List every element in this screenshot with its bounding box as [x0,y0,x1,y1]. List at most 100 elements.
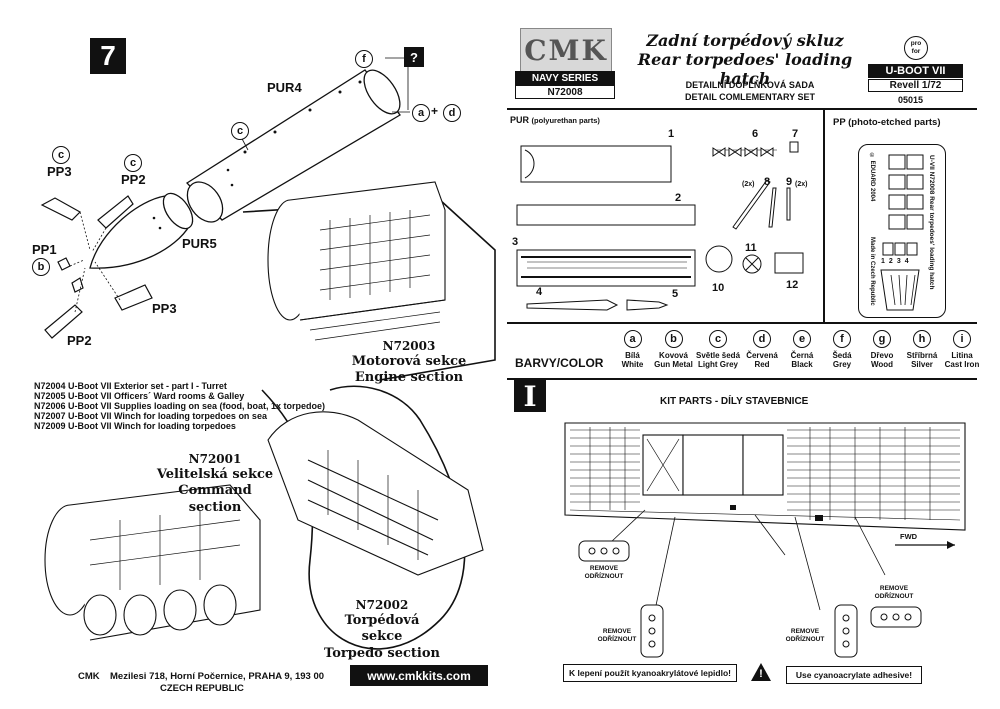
color-item-g: g Dřevo Wood [862,330,902,375]
pur-part-4: 4 [536,286,543,298]
pur-title: PUR [510,115,530,125]
torpedo-exploded-drawing [40,57,496,650]
color-key-letter: h [918,333,926,345]
remove-label-1: REMOVE ODŘÍZNOUT [572,565,636,581]
color-en: White [621,360,644,370]
related-set-item: N72007 U-Boot VII Winch for loading torp… [34,411,267,421]
adhesive-warning-cz: K lepení použít kyanoakrylátové lepidlo! [563,664,737,682]
color-cz: Dřevo [870,351,894,360]
warning-en-text: Use cyanoacrylate adhesive! [795,670,913,680]
warning-icon: ! [750,662,772,682]
color-en: Gun Metal [654,360,693,370]
color-key: g [873,330,891,348]
fret-copyright: © EDUARD 2004 [869,153,875,202]
pur-parts-drawing [516,141,804,311]
color-cz: Černá [790,351,814,360]
callout-letter: c [129,157,137,169]
remove-en: REMOVE [589,565,619,572]
fret-num: 3 [896,258,901,265]
title-en: Rear torpedoes' loading hatch [637,50,853,88]
color-cz: Litina [951,351,973,360]
color-en: Cast Iron [944,360,980,370]
kit-parts-hull-drawing [564,422,966,611]
callout-letter: c [57,149,65,161]
warning-symbol: ! [759,668,763,680]
color-cz: Světle šedá [695,351,741,360]
color-key: c [709,330,727,348]
color-key-letter: b [670,333,677,345]
pur-part-5: 5 [672,288,679,300]
engine-section-caption: N72003 Motorová sekce Engine section [349,339,469,387]
related-set-item: N72006 U-Boot VII Supplies loading on se… [34,401,326,411]
kit-parts-title: KIT PARTS - DÍLY STAVEBNICE [660,396,809,407]
subtitle-en: DETAIL COMLEMENTARY SET [684,92,815,102]
footer-brand: CMK [78,671,100,682]
pur-part-2: 2 [675,192,682,204]
pur-part-11: 11 [745,242,757,254]
remove-part-1 [578,540,630,562]
color-item-h: h Stříbrná Silver [902,330,942,375]
color-en: Wood [870,360,894,370]
color-item-b: b Kovová Gun Metal [653,330,694,375]
color-en: Light Grey [697,360,738,370]
color-en: Grey [832,360,852,370]
color-item-f: f Šedá Grey [822,330,862,375]
color-key: d [753,330,771,348]
website-link[interactable]: www.cmkkits.com [350,665,488,686]
color-item-e: e Černá Black [782,330,822,375]
remove-cz: ODŘÍZNOUT [874,593,914,600]
color-cz: Červená [746,351,778,360]
remove-label-2: REMOVE ODŘÍZNOUT [590,628,644,644]
fret-num: 1 [881,258,885,265]
color-callout-a: a [412,104,430,122]
color-key-letter: d [758,333,766,345]
pur-part-7: 7 [792,128,799,140]
color-callout-f: f [355,50,373,68]
question-mark: ? [410,49,418,65]
color-callout-b: b [32,258,50,276]
engine-code: N72003 [382,339,436,353]
command-en: Command section [178,483,252,515]
color-key: a [623,330,642,348]
torpedo-code: N72002 [355,598,409,612]
colors-label: BARVY/COLOR [515,356,604,370]
pur-part-6: 6 [752,128,759,140]
pur-qty-9: (2x) [795,181,808,188]
fret-title-text: U-VII N72008 Rear torpedoes' loading hat… [928,155,935,290]
series-label: NAVY SERIES [515,71,615,85]
remove-cz: ODŘÍZNOUT [785,636,825,643]
color-cz: Bílá [625,351,640,360]
torpedo-section-caption: N72002 Torpédová sekce Torpedo section [322,598,442,662]
color-key: b [664,330,683,348]
title-cz: Zadní torpédový skluz [646,31,844,50]
pro-for-badge: pro for [904,36,928,60]
color-callout-c: c [231,122,249,140]
unknown-color-badge: ? [404,47,424,67]
footer-country: CZECH REPUBLIC [160,683,244,694]
remove-label-4: REMOVE ODŘÍZNOUT [862,585,926,601]
command-section-caption: N72001 Velitelská sekce Command section [155,452,275,516]
command-section-drawing [44,484,261,641]
remove-en: REMOVE [790,628,820,635]
adhesive-warning-en: Use cyanoacrylate adhesive! [786,666,922,684]
color-key-letter: c [714,333,722,345]
related-set-item: N72004 U-Boot VII Exterior set - part I … [34,381,227,391]
color-divider [507,322,977,324]
label-pp3-top: PP3 [47,164,72,179]
remove-cz: ODŘÍZNOUT [597,636,637,643]
step-number: 7 [100,40,116,71]
kit-name: U-BOOT VII [868,64,963,78]
pp-title: PP (photo-etched parts) [833,117,941,128]
command-code: N72001 [188,452,242,466]
pur-subtitle: (polyurethan parts) [531,116,600,125]
plus-sign: + [431,104,439,118]
pur-part-8: 8 [764,176,771,188]
fwd-label: FWD [900,532,918,541]
color-key-letter: a [629,333,636,345]
kit-number: 05015 [898,95,924,105]
step-number: I [523,379,537,413]
color-cz: Kovová [659,351,688,360]
kit-scale: Revell 1/72 [868,79,963,92]
remove-en: REMOVE [602,628,632,635]
callout-letter: f [362,53,366,65]
